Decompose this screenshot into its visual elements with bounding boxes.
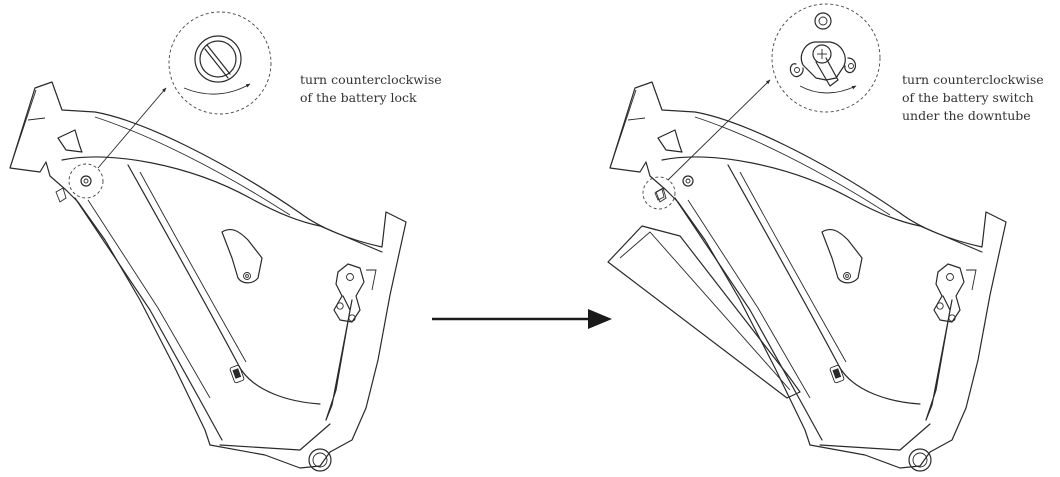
battery-lock-icon xyxy=(168,11,272,115)
battery-switch-icon xyxy=(771,3,881,113)
right-arrow-icon xyxy=(432,309,612,329)
step-2-frame xyxy=(607,79,1007,472)
step-2-caption-line-2: of the battery switch xyxy=(902,90,1034,105)
step-1-frame xyxy=(9,81,407,472)
step-1-caption-line-2: of the battery lock xyxy=(300,90,417,105)
step-2-caption-line-3: under the downtube xyxy=(902,108,1031,123)
step-1-caption-line-1: turn counterclockwise xyxy=(300,72,442,87)
step-2-caption-line-1: turn counterclockwise xyxy=(902,72,1044,87)
